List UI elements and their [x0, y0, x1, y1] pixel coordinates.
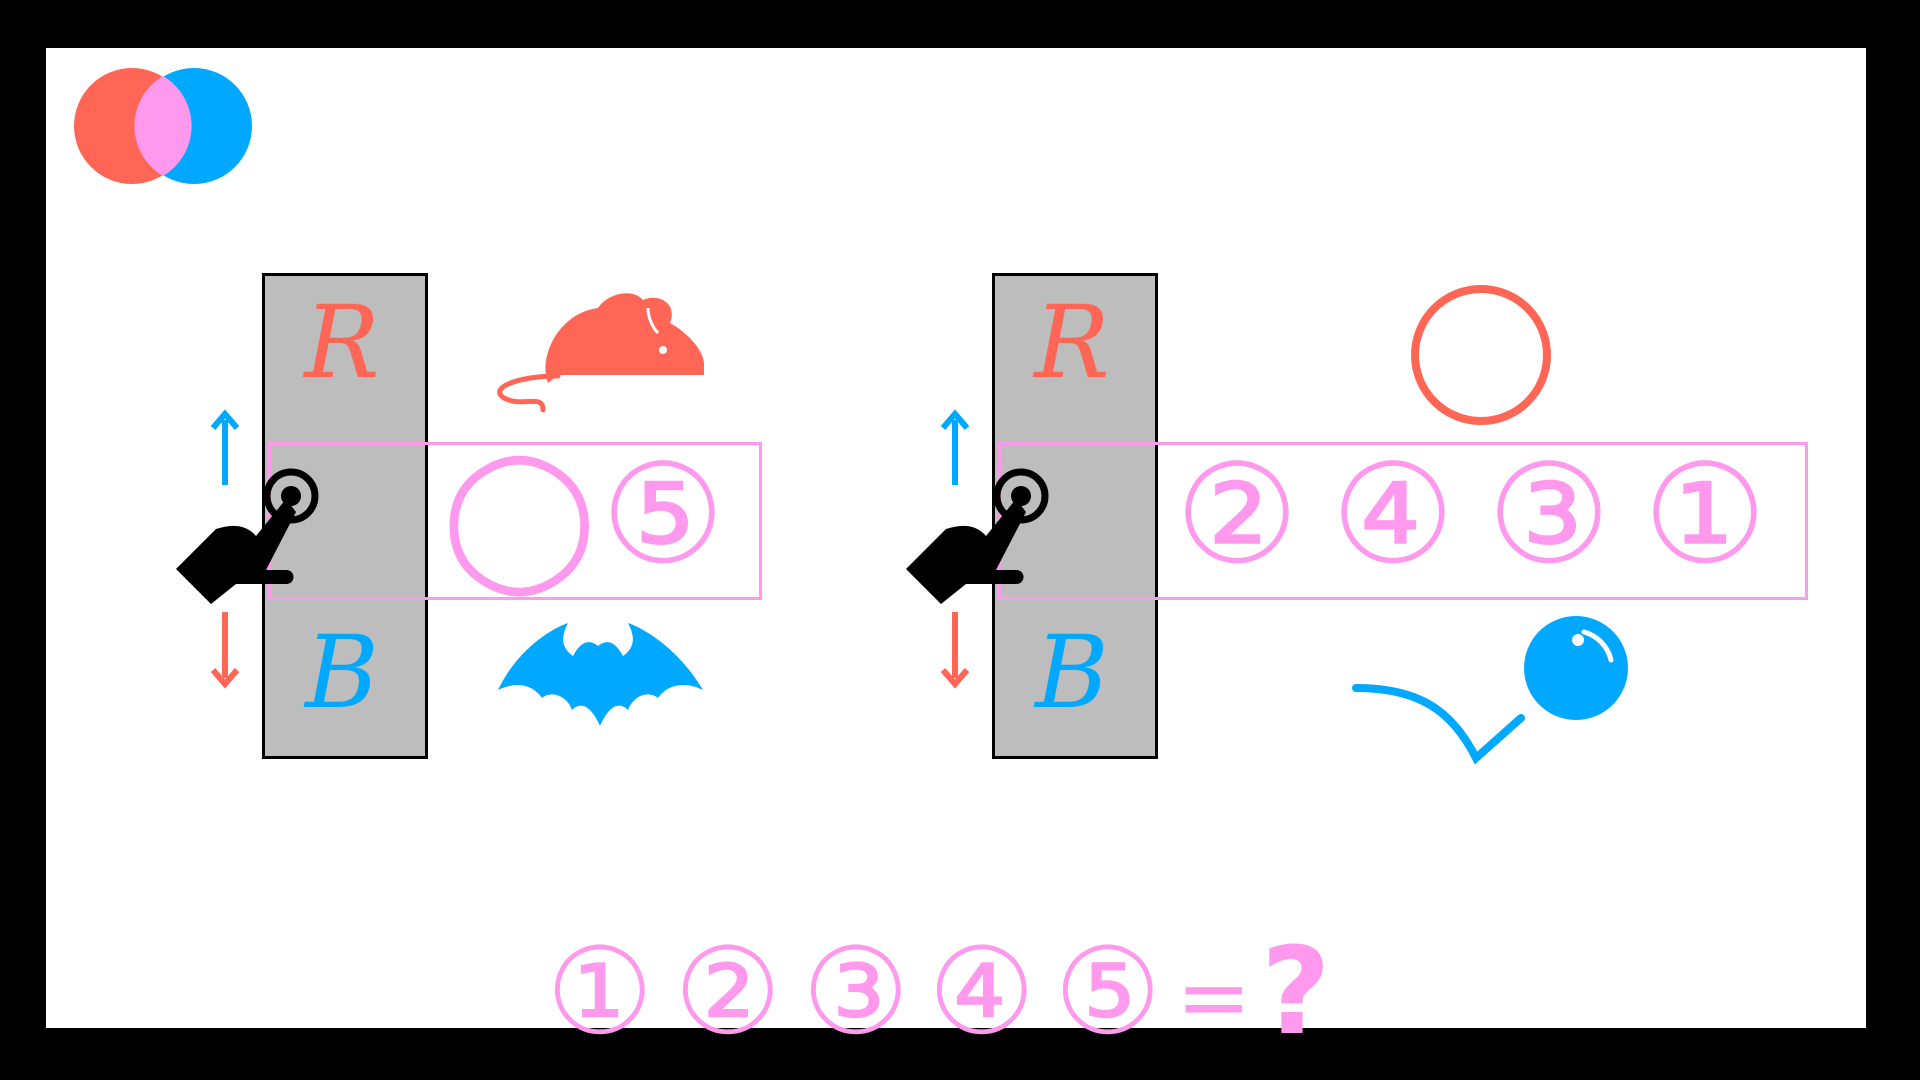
strip-bottom-letter: B — [1035, 614, 1109, 731]
pointing-hand-icon[interactable] — [176, 464, 346, 604]
answer-digit: ④ — [928, 923, 1036, 1062]
up-arrow-icon — [210, 409, 240, 485]
down-arrow-icon — [210, 612, 240, 689]
strip-top-letter: R — [304, 284, 380, 401]
slot-symbol: ② — [1175, 434, 1299, 595]
answer-digit: ① — [546, 923, 654, 1062]
strip-top-letter: R — [1034, 284, 1110, 401]
strip-bottom-letter: B — [305, 614, 379, 731]
equals-sign: = — [1176, 945, 1252, 1050]
question-mark: ? — [1261, 923, 1331, 1062]
slot-symbol: ① — [1643, 434, 1767, 595]
slot-symbol: ⑤ — [601, 434, 725, 595]
bouncing-ball-icon — [1352, 616, 1628, 765]
mouse-icon — [497, 293, 704, 413]
slot-symbol: ④ — [1331, 434, 1455, 595]
answer-digit: ⑤ — [1054, 923, 1162, 1062]
bat-icon — [498, 623, 703, 726]
up-arrow-icon — [940, 409, 970, 485]
down-arrow-icon — [940, 612, 970, 689]
pointing-hand-icon[interactable] — [906, 464, 1076, 604]
slot-symbol: ◯ — [442, 434, 597, 595]
puzzle-card: R B ◯ ⑤ — [46, 48, 1866, 1053]
circle-outline-icon — [1411, 285, 1551, 425]
answer-digit: ③ — [802, 923, 910, 1062]
answer-digit: ② — [674, 923, 782, 1062]
slot-symbol: ③ — [1487, 434, 1611, 595]
venn-logo-icon — [74, 68, 252, 184]
